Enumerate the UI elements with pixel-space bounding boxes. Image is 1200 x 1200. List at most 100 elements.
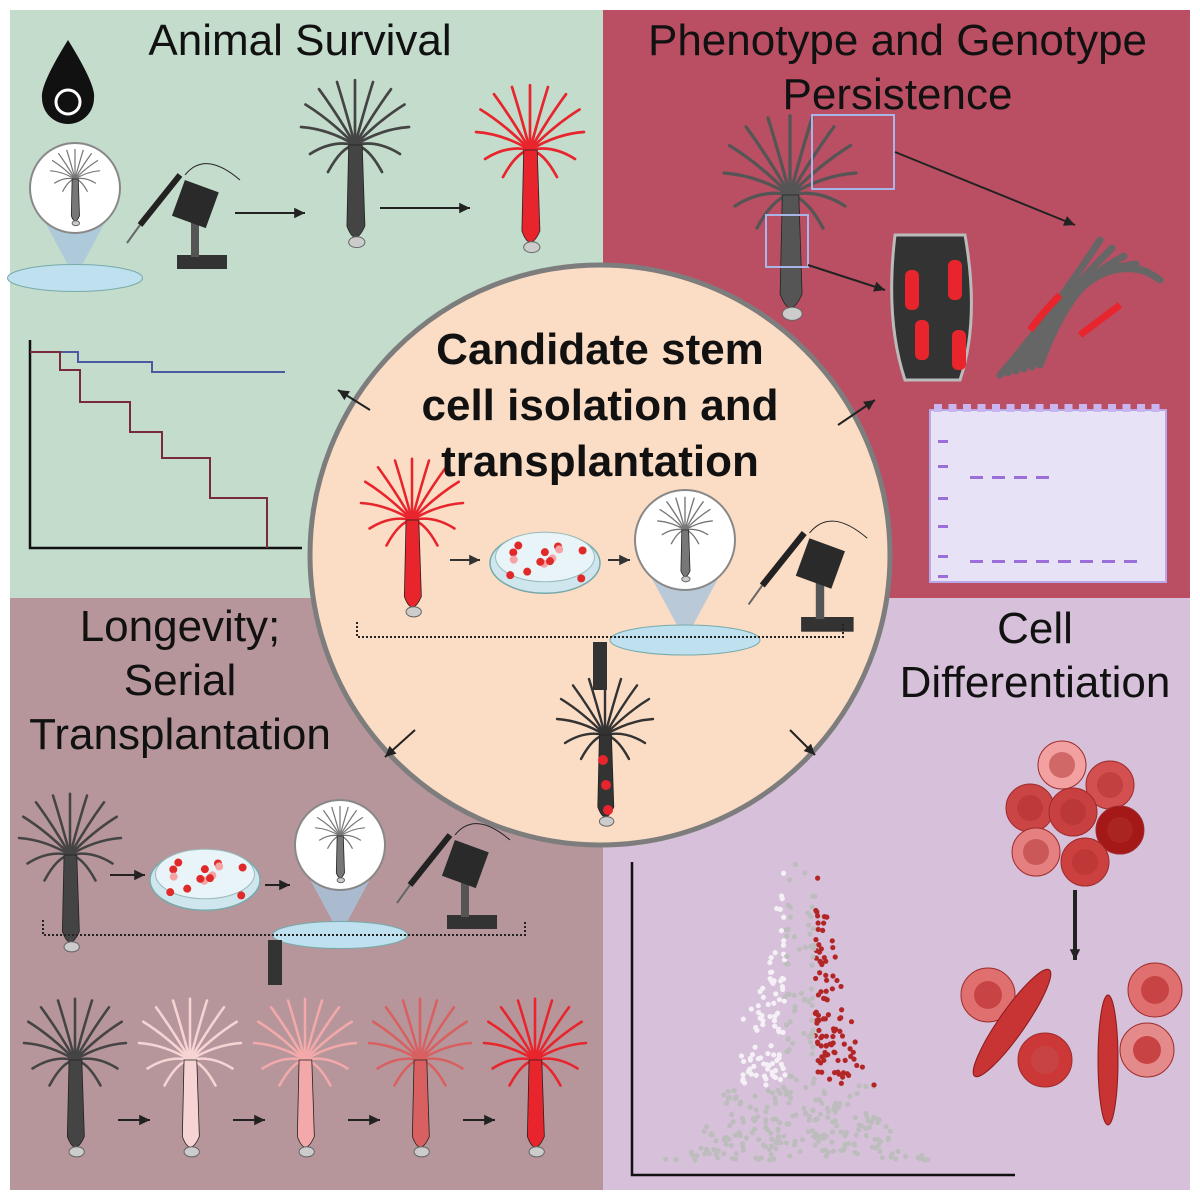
data-point [749, 1051, 756, 1058]
tentacle [68, 815, 119, 857]
data-point [807, 931, 813, 937]
body-closeup [890, 233, 973, 382]
tentacle [171, 999, 192, 1062]
cell-dot [577, 574, 586, 583]
data-point [838, 1129, 844, 1135]
biohazard-symbol [54, 88, 82, 116]
tentacle [410, 501, 465, 522]
data-point [773, 1146, 779, 1152]
tentacle [533, 1041, 588, 1062]
longevity-title-line2: Serial [123, 656, 237, 705]
data-point [792, 1008, 798, 1014]
data-point [887, 1128, 893, 1134]
hydra-icon [299, 78, 411, 249]
data-point [740, 1076, 746, 1082]
data-point [915, 1155, 921, 1161]
tentacle [261, 1057, 307, 1070]
data-point [791, 934, 798, 940]
data-point [823, 1033, 829, 1039]
data-point [838, 983, 844, 990]
data-point [829, 938, 835, 944]
gel-well [1006, 404, 1015, 412]
data-point [830, 1033, 836, 1040]
data-point [769, 1069, 775, 1075]
data-point [809, 995, 816, 1001]
sample-band [1102, 560, 1115, 563]
tentacle [51, 159, 76, 180]
cell-nucleus [1017, 795, 1043, 821]
tentacle [73, 1057, 119, 1070]
tentacle [269, 1006, 307, 1062]
tentacle [418, 1006, 456, 1062]
data-point [768, 1130, 774, 1136]
hydra-body [597, 734, 615, 818]
sample-band [1014, 560, 1027, 563]
data-point [793, 1077, 800, 1083]
petri-dish-icon [149, 848, 261, 911]
data-point [768, 1043, 774, 1049]
tentacle [353, 103, 406, 147]
tentacle [26, 1020, 77, 1062]
tentacle [788, 171, 858, 197]
data-point [832, 954, 838, 960]
tentacle [410, 466, 448, 522]
data-point [813, 975, 819, 982]
data-point [813, 937, 819, 943]
sample-band [1080, 560, 1093, 563]
tentacle [335, 80, 357, 147]
tentacle [788, 191, 847, 208]
data-point [728, 1143, 734, 1149]
data-point [785, 1036, 791, 1042]
cell-dot [215, 862, 224, 871]
tentacle [384, 1006, 422, 1062]
cell-dot [509, 548, 518, 557]
tentacle [766, 116, 792, 197]
tentacle [533, 1006, 571, 1062]
hydra-icon [49, 148, 101, 227]
data-point [835, 1057, 841, 1064]
tentacle [418, 1041, 473, 1062]
data-point [801, 1030, 807, 1037]
data-point [771, 1156, 777, 1162]
data-point [829, 1129, 836, 1135]
data-point [875, 1142, 881, 1148]
sample-band [1124, 560, 1137, 563]
sample-band [1036, 560, 1049, 563]
data-point [741, 1147, 747, 1153]
data-point [763, 1082, 769, 1088]
tentacle [34, 801, 72, 857]
hydra-icon [359, 457, 465, 618]
data-point [828, 1042, 835, 1048]
tentacle [68, 852, 114, 865]
data-point [923, 1157, 929, 1163]
data-point [737, 1101, 743, 1107]
tentacle [188, 1006, 226, 1062]
light-cone [43, 219, 107, 278]
arrow-icon [608, 554, 630, 566]
cell-dot [555, 545, 564, 554]
data-point [772, 950, 778, 956]
cell-nucleus [1023, 839, 1049, 865]
tentacle [353, 142, 402, 156]
data-point [814, 1017, 820, 1023]
data-point [830, 1148, 837, 1154]
data-point [764, 1104, 770, 1110]
cell-dot [523, 567, 532, 576]
data-point [809, 904, 815, 910]
red-cell-spot [601, 780, 611, 790]
gel-well [934, 404, 942, 412]
arrow-head [469, 554, 480, 566]
tentacle [479, 108, 532, 152]
tentacle [74, 159, 99, 180]
microinjector-icon [747, 520, 868, 632]
cell-nucleus [974, 981, 1002, 1009]
data-point [778, 1140, 784, 1146]
control-curve [30, 351, 285, 373]
hydra-body [296, 1059, 315, 1148]
data-point [888, 1154, 894, 1160]
data-point [769, 1090, 776, 1096]
data-point [775, 1010, 781, 1016]
data-point [819, 1147, 826, 1154]
tentacle [26, 852, 72, 865]
data-point [821, 920, 827, 926]
